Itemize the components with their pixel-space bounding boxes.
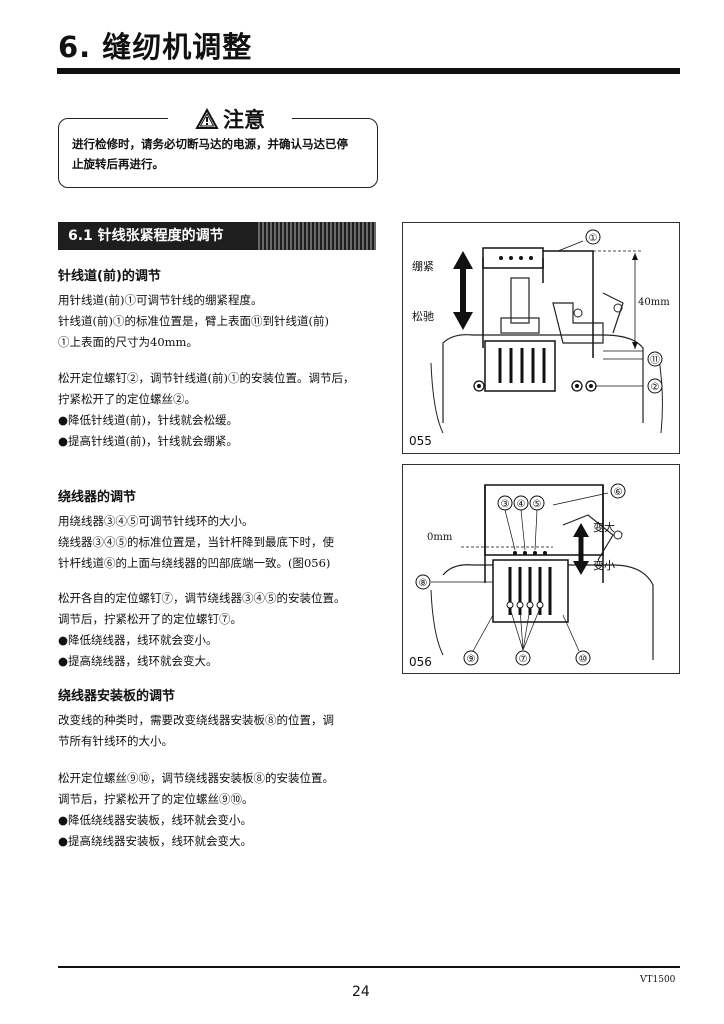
bullet-item: ●提高绕线器安装板，线环就会变大。	[58, 834, 253, 848]
callout-9: ⑨	[467, 654, 476, 665]
footer-rule	[58, 966, 680, 968]
figure-056: 0mm 变大 变小 ③ ④ ⑤ ⑥ ⑧ ⑦	[402, 464, 680, 674]
title-rule	[57, 68, 680, 74]
smaller-label: 变小	[593, 558, 615, 572]
callout-5: ⑤	[533, 499, 542, 510]
callout-6: ⑥	[614, 487, 623, 498]
callout-4: ④	[517, 499, 526, 510]
text-line: 调节后，拧紧松开了的定位螺丝⑨⑩。	[58, 792, 254, 806]
model-code: VT1500	[640, 975, 676, 985]
text-line: 松开定位螺丝⑨⑩，调节绕线器安装板⑧的安装位置。	[58, 771, 334, 785]
text-line: 松开各自的定位螺钉⑦，调节绕线器③④⑤的安装位置。	[58, 591, 346, 605]
looper-bullets: ●降低绕线器，线环就会变小。 ●提高绕线器，线环就会变大。	[58, 630, 380, 672]
figure-055: 40mm 绷紧 松驰 ① ⑪ ② 055	[402, 222, 680, 454]
bullet-item: ●提高绕线器，线环就会变大。	[58, 654, 218, 668]
text-line: 针杆线道⑥的上面与绕线器的凹部底端一致。(图056)	[58, 556, 331, 570]
text-line: 针线道(前)①的标准位置是，臂上表面⑪到针线道(前)	[58, 314, 329, 328]
callout-8: ⑧	[419, 578, 428, 589]
caution-text: 进行检修时，请务必切断马达的电源，并确认马达已停 止旋转后再进行。	[72, 134, 370, 174]
bullet-item: ●降低绕线器，线环就会变小。	[58, 633, 218, 647]
needle-guide-bullets: ●降低针线道(前)，针线就会松缓。 ●提高针线道(前)，针线就会绷紧。	[58, 410, 380, 452]
caution-line: 进行检修时，请务必切断马达的电源，并确认马达已停	[72, 137, 348, 151]
text-line: 改变线的种类时，需要改变绕线器安装板⑧的位置，调	[58, 713, 334, 727]
bullet-item: ●提高针线道(前)，针线就会绷紧。	[58, 434, 239, 448]
looper-plate-bullets: ●降低绕线器安装板，线环就会变小。 ●提高绕线器安装板，线环就会变大。	[58, 810, 380, 852]
bullet-item: ●降低针线道(前)，针线就会松缓。	[58, 413, 239, 427]
figure-055-drawing: 40mm 绷紧 松驰 ① ⑪ ②	[412, 229, 670, 434]
page-number: 24	[352, 984, 370, 1000]
text-line: 拧紧松开了的定位螺丝②。	[58, 392, 196, 406]
looper-plate-text-2: 松开定位螺丝⑨⑩，调节绕线器安装板⑧的安装位置。 调节后，拧紧松开了的定位螺丝⑨…	[58, 768, 380, 810]
callout-2: ②	[651, 382, 660, 393]
section-title-bar: 6.1 针线张紧程度的调节	[58, 222, 376, 250]
text-line: 用绕线器③④⑤可调节针线环的大小。	[58, 514, 254, 528]
callout-1: ①	[589, 233, 598, 244]
tight-label: 绷紧	[412, 259, 434, 273]
text-line: ①上表面的尺寸为40mm。	[58, 335, 198, 349]
warning-triangle-icon	[195, 108, 219, 129]
text-line: 松开定位螺钉②，调节针线道(前)①的安装位置。调节后，	[58, 371, 355, 385]
caution-label: 注意	[223, 108, 265, 132]
looper-text-2: 松开各自的定位螺钉⑦，调节绕线器③④⑤的安装位置。 调节后，拧紧松开了的定位螺钉…	[58, 588, 380, 630]
figure-056-drawing: 0mm 变大 变小 ③ ④ ⑤ ⑥ ⑧ ⑦	[415, 483, 654, 666]
loose-label: 松驰	[412, 309, 434, 323]
looper-plate-text: 改变线的种类时，需要改变绕线器安装板⑧的位置，调 节所有针线环的大小。	[58, 710, 380, 752]
text-line: 用针线道(前)①可调节针线的绷紧程度。	[58, 293, 263, 307]
text-line: 绕线器③④⑤的标准位置是，当针杆降到最底下时，使	[58, 535, 334, 549]
page-title: 6. 缝纫机调整	[58, 30, 253, 64]
section-title: 6.1 针线张紧程度的调节	[68, 228, 224, 244]
callout-11: ⑪	[650, 354, 660, 366]
looper-text: 用绕线器③④⑤可调节针线环的大小。 绕线器③④⑤的标准位置是，当针杆降到最底下时…	[58, 511, 380, 574]
dimension-label: 40mm	[638, 297, 670, 308]
callout-7: ⑦	[519, 654, 528, 665]
figure-number: 055	[409, 434, 432, 448]
bullet-item: ●降低绕线器安装板，线环就会变小。	[58, 813, 253, 827]
zero-label: 0mm	[427, 532, 453, 543]
bigger-label: 变大	[593, 520, 615, 534]
needle-guide-heading: 针线道(前)的调节	[58, 269, 161, 284]
caution-line: 止旋转后再进行。	[72, 157, 164, 171]
callout-3: ③	[501, 499, 510, 510]
callout-10: ⑩	[579, 654, 588, 665]
text-line: 调节后，拧紧松开了的定位螺钉⑦。	[58, 612, 242, 626]
needle-guide-text: 用针线道(前)①可调节针线的绷紧程度。 针线道(前)①的标准位置是，臂上表面⑪到…	[58, 290, 380, 353]
figure-number: 056	[409, 655, 432, 669]
text-line: 节所有针线环的大小。	[58, 734, 173, 748]
looper-plate-heading: 绕线器安装板的调节	[58, 689, 176, 704]
looper-heading: 绕线器的调节	[58, 490, 137, 505]
caution-header: 注意	[168, 104, 292, 134]
needle-guide-text-2: 松开定位螺钉②，调节针线道(前)①的安装位置。调节后， 拧紧松开了的定位螺丝②。	[58, 368, 380, 410]
